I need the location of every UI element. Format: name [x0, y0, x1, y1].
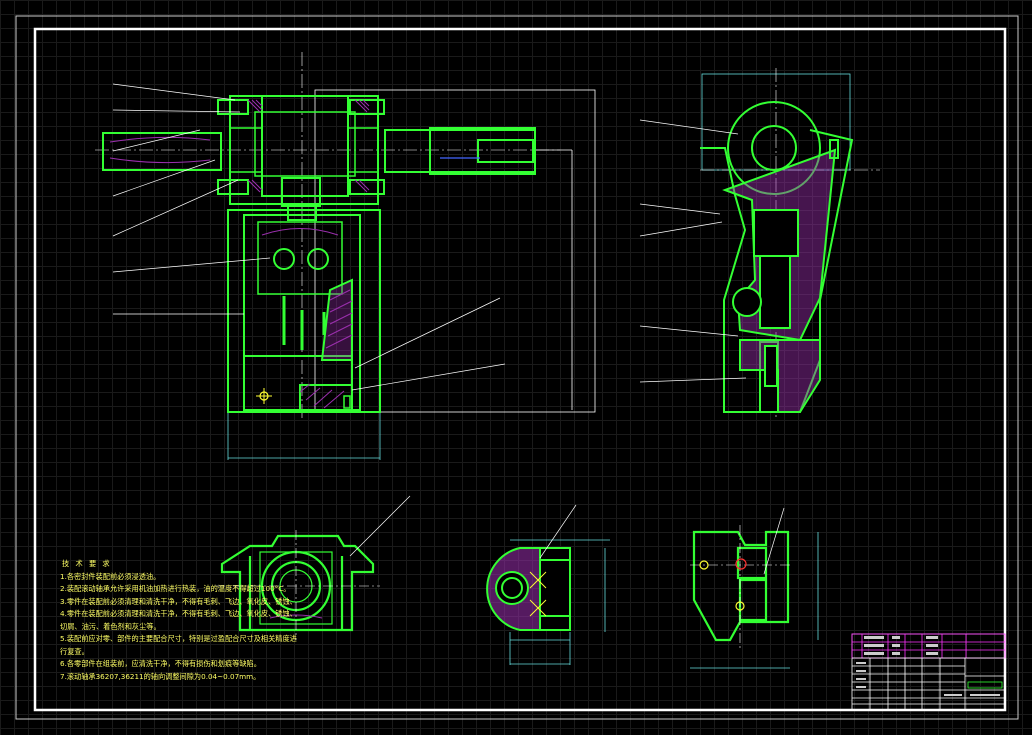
detail-view-b — [486, 504, 610, 665]
side-section-view — [639, 68, 880, 420]
requirement-item: 1.各密封件装配前必须浸透油。 — [60, 571, 161, 581]
requirement-item: 切屑、油污、着色剂和灰尘等。 — [60, 621, 161, 631]
requirement-item: 5.装配前应对零、部件的主要配合尺寸，特别是过盈配合尺寸及相关精度进 — [60, 634, 297, 643]
requirement-item: 6.各零部件在组装前，应清洗干净，不得有损伤和划痕等缺陷。 — [60, 659, 261, 668]
requirement-item: 7.滚动轴承36207,36211的轴向调整间隙为0.04~0.07mm。 — [60, 671, 261, 681]
requirement-item: 2.装配滚动轴承允许采用机油加热进行热装，油的温度不得超过100°C。 — [60, 584, 291, 593]
technical-requirements: 技 术 要 求 1.各密封件装配前必须浸透油。 2.装配滚动轴承允许采用机油加热… — [60, 558, 360, 683]
requirement-item: 3.零件在装配前必须清理和清洗干净，不得有毛刺、飞边、氧化皮、锈蚀、 — [60, 596, 297, 606]
detail-view-a — [215, 495, 411, 640]
detail-view-c — [690, 507, 819, 669]
requirement-item: 4.零件在装配前必须清理和清洗干净，不得有毛刺、飞边、氧化皮、锈蚀、 — [60, 609, 297, 618]
technical-requirements-heading: 技 术 要 求 — [62, 559, 112, 568]
inner-border — [33, 27, 1007, 712]
outer-frame — [15, 15, 1019, 720]
title-block — [851, 633, 1006, 711]
requirement-item: 行复查。 — [60, 646, 89, 656]
main-assembly-front-view — [95, 52, 596, 460]
